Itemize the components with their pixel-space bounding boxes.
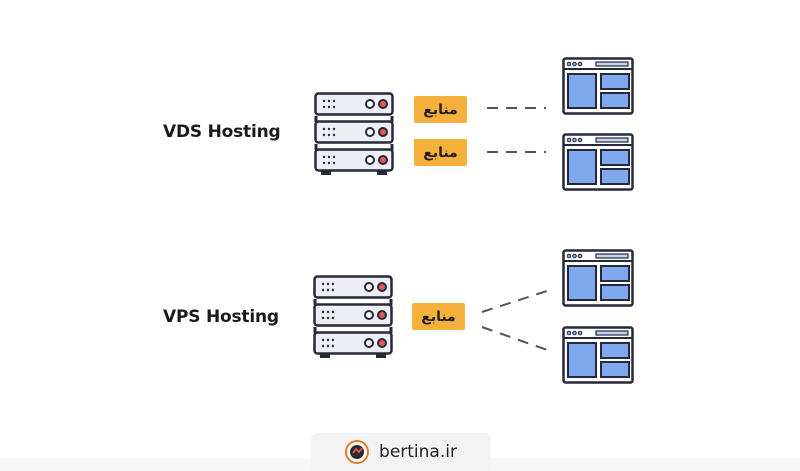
resources-badge: منابع (414, 139, 467, 166)
vds-hosting-label: VDS Hosting (163, 122, 281, 142)
vps-hosting-label: VPS Hosting (163, 307, 279, 327)
footer-brand-text: bertina.ir (379, 442, 457, 462)
footer-brand[interactable]: bertina.ir (311, 433, 491, 471)
server-rack-icon (314, 92, 394, 175)
browser-window-icon (562, 133, 634, 191)
browser-window-icon (562, 249, 634, 307)
resources-badge: منابع (412, 303, 465, 330)
resources-badge: منابع (414, 96, 467, 123)
browser-window-icon (562, 57, 634, 115)
server-rack-icon (313, 275, 393, 358)
bertina-logo-icon (345, 440, 370, 464)
browser-window-icon (562, 326, 634, 384)
